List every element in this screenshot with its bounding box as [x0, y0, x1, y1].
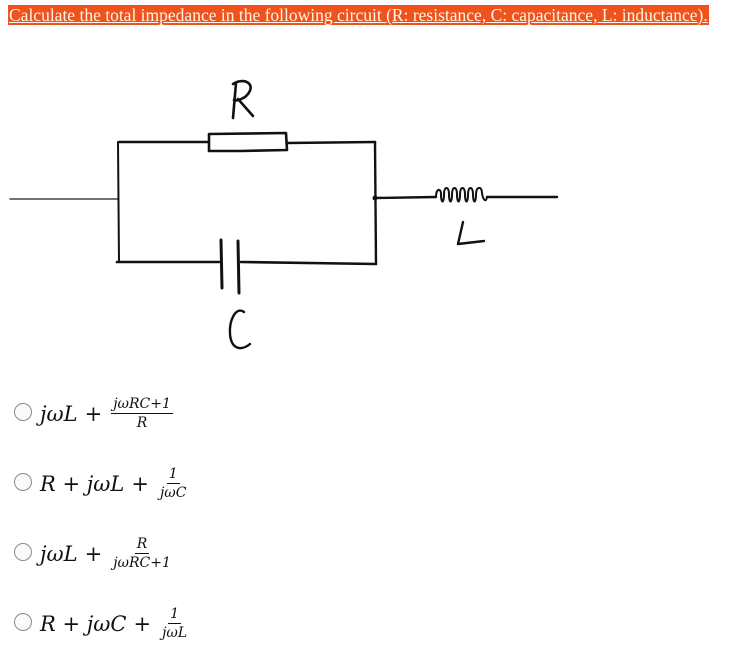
- bottom-wire-right: [239, 260, 378, 266]
- top-wire-right: [285, 140, 377, 145]
- label-C: [228, 309, 252, 350]
- option-c-lead: jωL: [40, 541, 78, 566]
- radio-button-a[interactable]: [14, 403, 32, 421]
- denominator: R: [136, 415, 148, 431]
- capacitor-plate-left: [219, 238, 224, 290]
- numerator: 1: [166, 466, 180, 484]
- numerator: 1: [168, 606, 182, 624]
- option-b-expression: R + jωL + 1 jωC: [40, 466, 188, 501]
- label-R: [231, 79, 255, 120]
- option-c-expression: jωL + R jωRC+1: [40, 536, 173, 571]
- numerator: jωRC+1: [111, 396, 173, 414]
- left-node-wire: [117, 141, 120, 263]
- inductor-icon: [435, 186, 488, 203]
- right-node-wire: [373, 140, 378, 266]
- option-d-lead: R + jωC: [40, 611, 127, 636]
- plus-sign: +: [133, 611, 152, 636]
- option-a-lead: jωL: [40, 401, 78, 426]
- radio-button-b[interactable]: [14, 473, 32, 491]
- question-highlight: Calculate the total impedance in the fol…: [8, 5, 709, 25]
- radio-button-d[interactable]: [14, 613, 32, 631]
- circuit-diagram: [9, 79, 559, 350]
- plus-sign: +: [84, 541, 103, 566]
- option-a-fraction: jωRC+1 R: [111, 396, 173, 431]
- capacitor-plate-right: [236, 239, 241, 295]
- option-b-lead: R + jωL: [40, 471, 125, 496]
- option-c-fraction: R jωRC+1: [111, 536, 173, 571]
- denominator: jωC: [159, 485, 187, 501]
- denominator: jωRC+1: [113, 555, 171, 571]
- option-a-expression: jωL + jωRC+1 R: [40, 396, 173, 431]
- option-d-expression: R + jωC + 1 jωL: [40, 606, 189, 641]
- question-text: Calculate the total impedance in the fol…: [8, 4, 735, 26]
- option-d-fraction: 1 jωL: [160, 606, 189, 641]
- numerator: R: [134, 536, 150, 554]
- resistor-icon: [207, 131, 289, 153]
- denominator: jωL: [162, 625, 188, 641]
- radio-button-c[interactable]: [14, 543, 32, 561]
- label-L: [456, 220, 486, 246]
- plus-sign: +: [131, 471, 149, 496]
- option-b-fraction: 1 jωC: [158, 466, 188, 501]
- inductor-lead-in: [373, 195, 438, 200]
- plus-sign: +: [84, 401, 103, 426]
